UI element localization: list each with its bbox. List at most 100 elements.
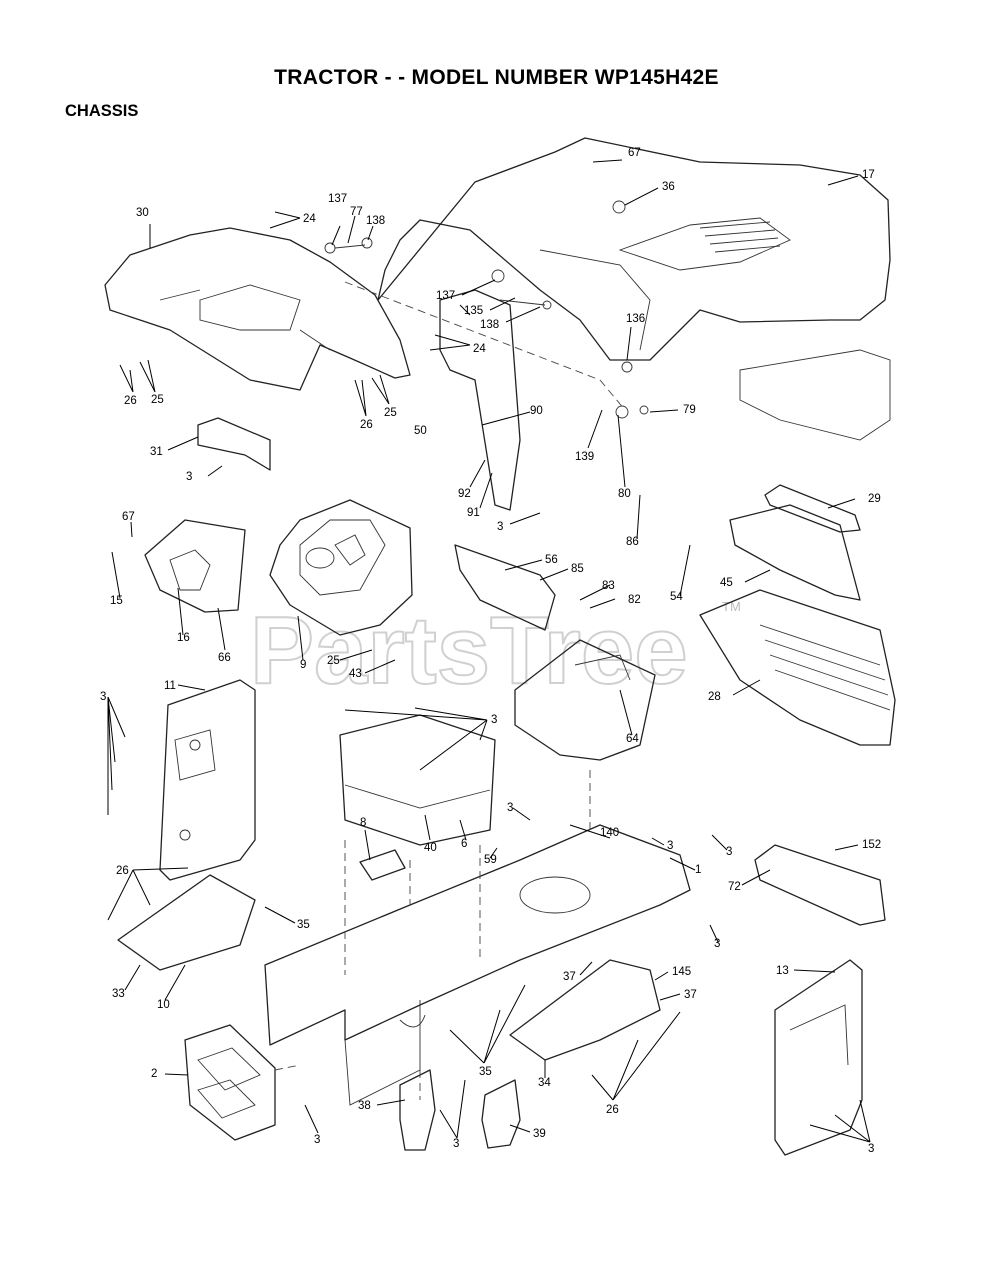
part-side-plate-11[interactable] — [159, 679, 256, 881]
callout-92[interactable]: 92 — [458, 488, 471, 500]
part-pins[interactable] — [324, 200, 649, 419]
callout-3[interactable]: 3 — [714, 938, 720, 950]
callout-35[interactable]: 35 — [297, 919, 310, 931]
callout-91[interactable]: 91 — [467, 507, 480, 519]
callout-43[interactable]: 43 — [349, 668, 362, 680]
callout-26[interactable]: 26 — [116, 865, 129, 877]
part-side-panel-45[interactable] — [729, 504, 861, 601]
callout-3[interactable]: 3 — [868, 1143, 874, 1155]
part-grille-28[interactable] — [699, 589, 896, 746]
callout-139[interactable]: 139 — [575, 451, 594, 463]
callout-83[interactable]: 83 — [602, 580, 615, 592]
callout-26[interactable]: 26 — [124, 395, 137, 407]
callout-25[interactable]: 25 — [384, 407, 397, 419]
part-console-50[interactable] — [439, 289, 521, 511]
callout-31[interactable]: 31 — [150, 446, 163, 458]
callout-29[interactable]: 29 — [868, 493, 881, 505]
callout-13[interactable]: 13 — [776, 965, 789, 977]
callout-6[interactable]: 6 — [461, 838, 467, 850]
callout-labels: 67 17 36 30 24 137 77 138 137 135 138 13… — [100, 147, 881, 1155]
callout-11[interactable]: 11 — [164, 680, 176, 692]
callout-90[interactable]: 90 — [530, 405, 543, 417]
callout-3[interactable]: 3 — [100, 691, 106, 703]
callout-2[interactable]: 2 — [151, 1068, 157, 1080]
part-panel-66[interactable] — [144, 519, 246, 613]
callout-137[interactable]: 137 — [436, 290, 455, 302]
part-bracket-8[interactable] — [359, 849, 406, 881]
part-frame[interactable] — [264, 824, 691, 1106]
part-bracket-64[interactable] — [514, 639, 656, 761]
callout-30[interactable]: 30 — [136, 207, 149, 219]
callout-34[interactable]: 34 — [538, 1077, 551, 1089]
callout-137[interactable]: 137 — [328, 193, 347, 205]
callout-72[interactable]: 72 — [728, 881, 741, 893]
part-bracket-29[interactable] — [764, 484, 861, 533]
callout-80[interactable]: 80 — [618, 488, 631, 500]
callout-77[interactable]: 77 — [350, 206, 363, 218]
callout-138[interactable]: 138 — [366, 215, 385, 227]
part-hood[interactable] — [377, 137, 891, 441]
callout-79[interactable]: 79 — [683, 404, 696, 416]
callout-26[interactable]: 26 — [360, 419, 373, 431]
callout-50[interactable]: 50 — [414, 425, 427, 437]
callout-24[interactable]: 24 — [473, 343, 486, 355]
callout-67[interactable]: 67 — [122, 511, 135, 523]
callout-17[interactable]: 17 — [862, 169, 875, 181]
callout-59[interactable]: 59 — [484, 854, 497, 866]
callout-45[interactable]: 45 — [720, 577, 733, 589]
callout-3[interactable]: 3 — [507, 802, 513, 814]
callout-54[interactable]: 54 — [670, 591, 683, 603]
callout-26[interactable]: 26 — [606, 1104, 619, 1116]
callout-138[interactable]: 138 — [480, 319, 499, 331]
callout-3[interactable]: 3 — [491, 714, 497, 726]
callout-25[interactable]: 25 — [151, 394, 164, 406]
callout-3[interactable]: 3 — [497, 521, 503, 533]
callout-37[interactable]: 37 — [684, 989, 697, 1001]
callout-3[interactable]: 3 — [726, 846, 732, 858]
part-bracket-56[interactable] — [454, 544, 556, 631]
callout-64[interactable]: 64 — [626, 733, 639, 745]
callout-16[interactable]: 16 — [177, 632, 190, 644]
callout-28[interactable]: 28 — [708, 691, 721, 703]
callout-86[interactable]: 86 — [626, 536, 639, 548]
part-bracket-39[interactable] — [481, 1079, 521, 1149]
callout-3[interactable]: 3 — [314, 1134, 320, 1146]
callout-15[interactable]: 15 — [110, 595, 123, 607]
callout-56[interactable]: 56 — [545, 554, 558, 566]
callout-33[interactable]: 33 — [112, 988, 125, 1000]
callout-10[interactable]: 10 — [157, 999, 170, 1011]
part-pan-34[interactable] — [509, 959, 661, 1061]
callout-8[interactable]: 8 — [360, 817, 366, 829]
callout-24[interactable]: 24 — [303, 213, 316, 225]
callout-9[interactable]: 9 — [300, 659, 306, 671]
callout-136[interactable]: 136 — [626, 313, 645, 325]
callout-36[interactable]: 36 — [662, 181, 675, 193]
part-plate-2[interactable] — [184, 1024, 276, 1141]
part-dashboard[interactable] — [269, 499, 413, 636]
part-bracket-31[interactable] — [197, 417, 271, 471]
callout-39[interactable]: 39 — [533, 1128, 546, 1140]
callout-35[interactable]: 35 — [479, 1066, 492, 1078]
callout-67[interactable]: 67 — [628, 147, 641, 159]
callout-140[interactable]: 140 — [600, 827, 619, 839]
callout-25[interactable]: 25 — [327, 655, 340, 667]
callout-135[interactable]: 135 — [464, 305, 483, 317]
callout-3[interactable]: 3 — [453, 1138, 459, 1150]
callout-82[interactable]: 82 — [628, 594, 641, 606]
part-pan-33[interactable] — [117, 874, 256, 971]
callout-38[interactable]: 38 — [358, 1100, 371, 1112]
callout-3[interactable]: 3 — [186, 471, 192, 483]
callout-40[interactable]: 40 — [424, 842, 437, 854]
callout-1[interactable]: 1 — [695, 864, 701, 876]
part-fender[interactable] — [104, 227, 411, 391]
part-panel-13[interactable] — [774, 959, 863, 1156]
callout-145[interactable]: 145 — [672, 966, 691, 978]
watermark: PartsTree — [250, 597, 688, 704]
callout-85[interactable]: 85 — [571, 563, 584, 575]
callout-66[interactable]: 66 — [218, 652, 231, 664]
part-bracket-72[interactable] — [754, 844, 886, 926]
callout-152[interactable]: 152 — [862, 839, 881, 851]
callout-37[interactable]: 37 — [563, 971, 576, 983]
part-bracket-38[interactable] — [399, 1069, 436, 1151]
callout-3[interactable]: 3 — [667, 840, 673, 852]
